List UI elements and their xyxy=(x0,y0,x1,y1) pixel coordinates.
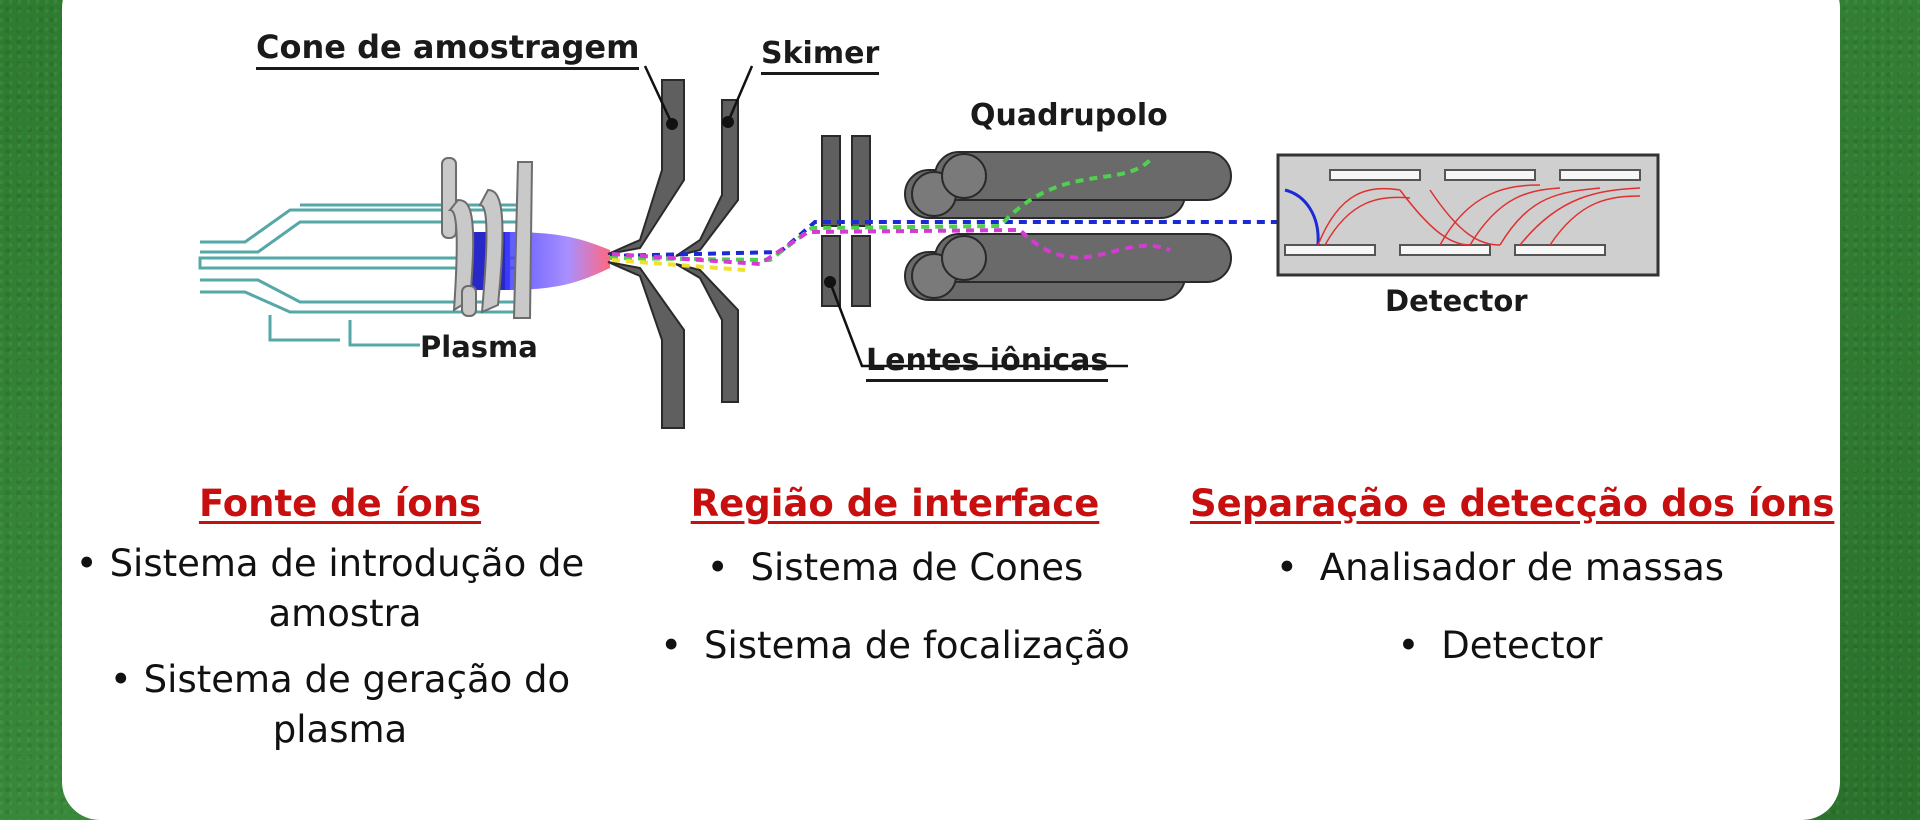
item-text: Sistema de Cones xyxy=(750,546,1084,589)
sampling-cone xyxy=(607,79,685,429)
section-separacao-deteccao: Separação e detecção dos íons • Analisado… xyxy=(1190,482,1835,699)
bullet-dot: • xyxy=(1275,546,1298,589)
section-title: Fonte de íons xyxy=(198,482,482,525)
bullet-dot: • xyxy=(660,624,683,667)
rf-coils xyxy=(441,157,534,319)
label-skimer: Skimer xyxy=(761,36,880,75)
item-text: Sistema de focalização xyxy=(704,624,1130,667)
section-regiao-de-interface: Região de interface • Sistema de Cones • S… xyxy=(660,482,1130,699)
section-title: Separação e detecção dos íons xyxy=(1190,482,1835,525)
section-fonte-de-ions: Fonte de íons • Sistema de introdução de … xyxy=(76,482,585,783)
label-quadrupolo: Quadrupolo xyxy=(970,98,1168,133)
item-text: Detector xyxy=(1441,624,1603,667)
leader-dots xyxy=(666,116,836,288)
section-title: Região de interface xyxy=(690,482,1100,525)
detector-box xyxy=(1276,153,1660,277)
bullet-dot: • xyxy=(706,546,729,589)
skimmer-cone xyxy=(675,99,739,403)
item-text: Sistema de geração do plasma xyxy=(143,658,571,751)
list-item: • Analisador de massas xyxy=(1190,543,1810,593)
content-card xyxy=(62,0,1840,820)
leader-lines xyxy=(643,65,1128,368)
label-plasma: Plasma xyxy=(420,330,538,364)
label-cone-amostragem: Cone de amostragem xyxy=(256,28,640,70)
bullet-dot: • xyxy=(1397,624,1420,667)
list-item: • Sistema de Cones xyxy=(660,543,1130,593)
bullet-dot: • xyxy=(75,542,98,585)
ion-lenses xyxy=(821,135,871,307)
ion-beams xyxy=(609,158,1280,272)
item-text: Sistema de introdução de amostra xyxy=(109,542,585,635)
list-item: • Sistema de geração do plasma xyxy=(95,655,585,755)
label-lentes-ionicas: Lentes iônicas xyxy=(866,343,1109,382)
quadrupole-rods xyxy=(904,151,1232,301)
list-item: • Sistema de introdução de amostra xyxy=(76,539,585,639)
label-detector: Detector xyxy=(1385,284,1528,318)
item-text: Analisador de massas xyxy=(1319,546,1725,589)
bullet-dot: • xyxy=(109,658,132,701)
list-item: • Detector xyxy=(1190,621,1810,671)
list-item: • Sistema de focalização xyxy=(660,621,1130,671)
plasma-torch xyxy=(198,203,522,347)
